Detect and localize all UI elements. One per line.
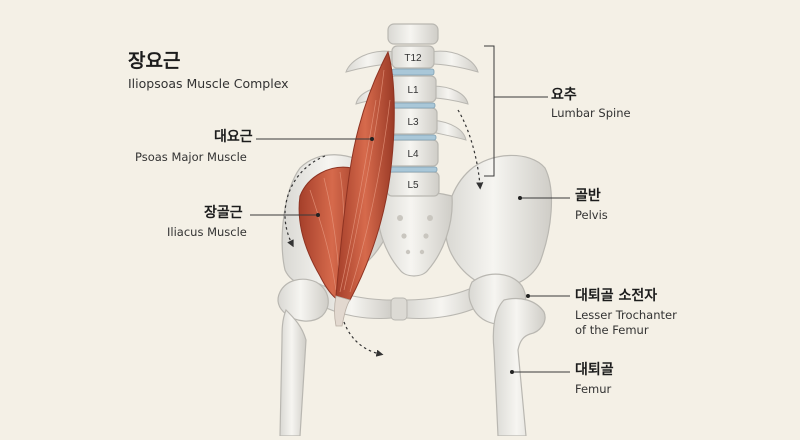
psoas-major-label-en: Psoas Major Muscle (135, 150, 247, 164)
femur-label-en: Femur (575, 382, 612, 396)
pelvis-label-en: Pelvis (575, 208, 608, 222)
leader-dots (316, 137, 530, 374)
lumbar-vertebrae (386, 23, 440, 197)
lesser-trochanter-label-en-line1: Lesser Trochanter (575, 308, 677, 322)
pelvis-label-ko: 골반 (575, 188, 601, 204)
iliacus-label-ko: 장골근 (204, 205, 243, 221)
iliacus-label-en: Iliacus Muscle (167, 225, 247, 239)
vertebra-label-l3: L3 (407, 117, 419, 128)
intervertebral-discs (388, 68, 438, 173)
psoas-major-label-ko: 대요근 (214, 129, 253, 145)
femur-bones (277, 273, 546, 437)
vertebra-label-l4: L4 (407, 149, 419, 160)
leader-lines (250, 45, 570, 373)
vertebra-label-t12: T12 (404, 53, 422, 64)
vertebra-label-l1: L1 (407, 85, 419, 96)
diagram-subtitle: Iliopsoas Muscle Complex (128, 76, 289, 91)
motion-arrows (284, 109, 484, 357)
lesser-trochanter-label-ko: 대퇴골 소전자 (575, 288, 658, 304)
lumbar-spine-label-en: Lumbar Spine (551, 106, 631, 120)
lumbar-spine-label-ko: 요추 (551, 87, 577, 103)
lesser-trochanter-label-en-line2: of the Femur (575, 323, 649, 337)
vertebra-label-l5: L5 (407, 180, 419, 191)
muscle-tendon (334, 295, 351, 327)
femur-label-ko: 대퇴골 (575, 362, 614, 378)
diagram-title: 장요근 (128, 50, 181, 72)
